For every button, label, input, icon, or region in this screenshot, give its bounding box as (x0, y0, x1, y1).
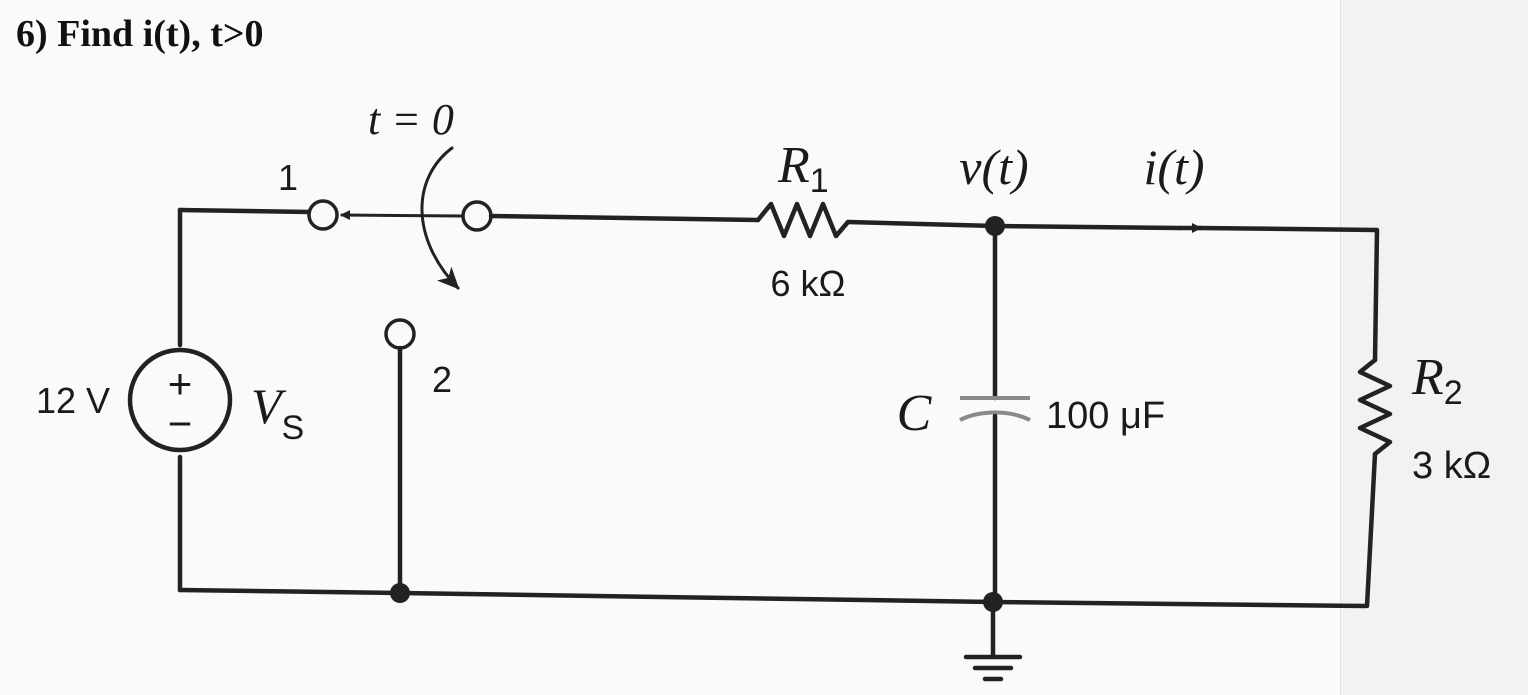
wire-r1-to-node (845, 219, 998, 229)
junction-dot-left (390, 583, 410, 603)
r1-value: 6 kΩ (771, 263, 846, 304)
wire-r2-bottom (1364, 451, 1378, 609)
r1-label: R1 (777, 137, 829, 200)
switch-terminal-1-label: 1 (278, 157, 298, 198)
wire-switch-to-r1 (488, 213, 761, 223)
current-label: i(t) (1143, 139, 1204, 195)
switch-terminal-2-label: 2 (432, 359, 452, 400)
switch-motion-arrow (420, 146, 460, 290)
capacitor-symbol: C (897, 385, 933, 442)
wire-top-right (1197, 225, 1380, 363)
voltage-source (127, 347, 233, 453)
source-symbol: VS (251, 378, 304, 447)
source-minus: − (168, 400, 193, 447)
wire-top-left (177, 207, 313, 215)
wire-bottom (177, 587, 1368, 609)
capacitor-plate-bottom (959, 410, 1031, 422)
capacitor-value: 100 μF (1046, 395, 1165, 437)
resistor-r1 (755, 201, 851, 239)
switch-pivot (461, 200, 493, 232)
switch-terminal-1 (307, 199, 339, 231)
wire-node-to-r2 (992, 223, 1183, 231)
page-edge (1340, 0, 1528, 695)
problem-title: 6) Find i(t), t>0 (16, 13, 264, 55)
r2-value: 3 kΩ (1412, 445, 1491, 487)
switch-blade (340, 210, 465, 221)
switch-time-label: t = 0 (368, 95, 454, 144)
resistor-r2 (1357, 357, 1393, 457)
source-plus: + (168, 360, 193, 407)
source-value: 12 V (36, 380, 110, 421)
node-voltage-label: v(t) (959, 139, 1028, 195)
r2-label: R2 (1411, 349, 1463, 412)
ground-icon (963, 654, 1023, 682)
switch-terminal-2 (384, 318, 416, 350)
